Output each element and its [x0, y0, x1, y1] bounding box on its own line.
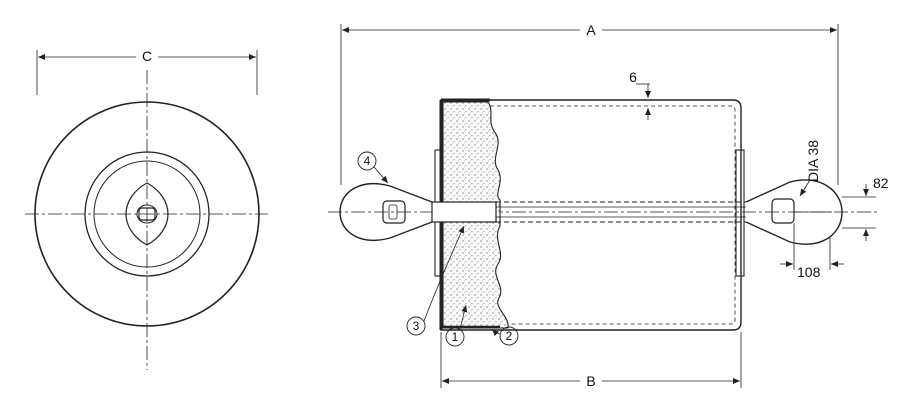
svg-text:2: 2	[506, 329, 513, 343]
right-flange	[735, 149, 745, 277]
hub-outer-circle	[84, 151, 210, 277]
bolt-head	[136, 204, 158, 224]
callout-4: 4	[357, 151, 389, 184]
callout-2: 2	[491, 326, 519, 346]
svg-text:3: 3	[413, 319, 420, 333]
dimension-82-label: 82	[873, 175, 889, 191]
bolt-slot	[138, 207, 156, 221]
outer-shell-circle	[34, 101, 260, 327]
hub-inner-circle	[93, 160, 201, 268]
side-view: A	[328, 21, 889, 390]
end-view: C	[25, 47, 268, 370]
dimension-a: A	[340, 21, 839, 185]
dia-38-label: DIA 38	[805, 140, 821, 182]
dimension-shell-thickness: 6	[629, 69, 651, 120]
eye-bolt-end	[125, 182, 169, 246]
dimension-a-label: A	[586, 22, 596, 38]
dimension-c-label: C	[142, 48, 152, 64]
callout-1: 1	[445, 304, 468, 347]
dimension-108: 108	[780, 223, 844, 280]
dimension-108-label: 108	[797, 264, 821, 280]
dimension-b: B	[440, 332, 742, 390]
dimension-c: C	[36, 47, 258, 95]
dimension-6-label: 6	[629, 69, 637, 85]
cylinder-body	[440, 99, 742, 331]
left-eye-bolt	[339, 183, 433, 241]
dimension-82: 82	[842, 175, 889, 241]
center-tube	[431, 201, 497, 223]
callout-3: 3	[406, 225, 465, 336]
dimension-pin-diameter: DIA 38	[799, 140, 821, 197]
svg-text:1: 1	[452, 330, 459, 344]
svg-text:4: 4	[364, 154, 371, 168]
inner-liner	[490, 105, 736, 325]
dimension-b-label: B	[586, 373, 595, 389]
